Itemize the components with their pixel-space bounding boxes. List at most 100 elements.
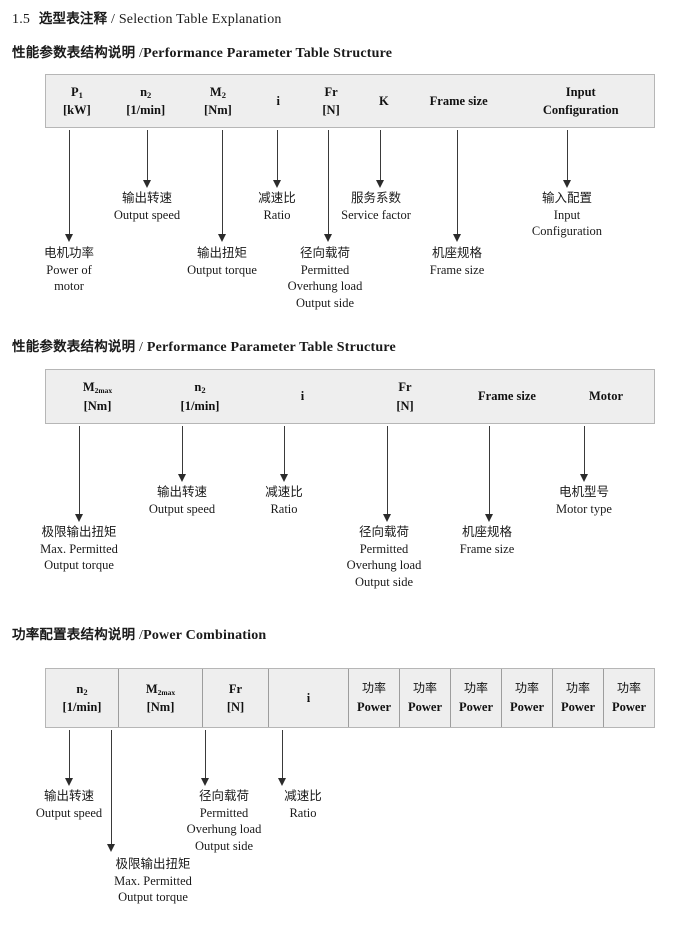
table3-col-power-5: 功率 Power	[552, 669, 603, 727]
annotation-table2-ratio-cn: 减速比	[265, 484, 303, 499]
table2-col-i: i	[251, 370, 354, 423]
table3-col-fr-unit: [N]	[226, 700, 245, 714]
table2-col-motor: Motor	[558, 370, 654, 423]
table3-col-power-1-cn: 功率	[361, 681, 386, 696]
table2-col-n2-unit: [1/min]	[180, 398, 220, 413]
annotation-table2-output-speed-cn: 输出转速	[156, 484, 207, 499]
page-title-cn: 选型表注释	[38, 11, 108, 27]
table3-col-power-2-cn: 功率	[412, 681, 437, 696]
annotation-table1-service-factor-en-1: Service factor	[341, 207, 411, 222]
table1-col-n2-unit: [1/min]	[126, 103, 166, 117]
annotation-table2-output-speed: 输出转速 Output speed	[149, 484, 215, 517]
annotation-table1-output-torque-en-1: Output torque	[187, 262, 257, 277]
section-2-heading-en: Performance Parameter Table Structure	[146, 340, 396, 355]
table3-col-power-2-en: Power	[407, 699, 442, 714]
table2-col-m2max: M2max [Nm]	[46, 370, 149, 423]
annotation-table1-overhung-load-en-1: Permitted	[300, 262, 350, 277]
table3-col-n2-unit: [1/min]	[62, 700, 102, 714]
table3-col-i: i	[268, 669, 348, 727]
table3-col-m2max: M2max [Nm]	[118, 669, 202, 727]
annotation-table3-ratio: 减速比 Ratio	[284, 788, 322, 821]
annotation-table2-overhung-load-cn: 径向载荷	[358, 524, 410, 539]
table3-col-m2max-symbol: M2max	[145, 681, 176, 697]
table2-col-fr: Fr [N]	[354, 370, 456, 423]
annotation-table2-frame-size-en-1: Frame size	[459, 541, 515, 556]
section-2-heading-cn: 性能参数表结构说明	[12, 339, 136, 355]
annotation-table1-service-factor-cn: 服务系数	[350, 190, 402, 205]
annotation-table1-ratio-cn: 减速比	[258, 190, 296, 205]
arrow-table3-ratio	[277, 730, 288, 786]
table3-col-power-5-cn: 功率	[565, 681, 590, 696]
annotation-table1-overhung-load: 径向载荷 Permitted Overhung load Output side	[288, 245, 363, 312]
annotation-table1-ratio-en-1: Ratio	[263, 207, 291, 222]
annotation-table1-input-configuration-en-2: Configuration	[531, 224, 603, 239]
annotation-table1-ratio: 减速比 Ratio	[258, 190, 296, 223]
annotation-table2-frame-size-cn: 机座规格	[461, 524, 512, 539]
table2-col-n2-symbol: n2	[194, 380, 206, 396]
table2-col-fr-unit: [N]	[396, 398, 414, 413]
annotation-table3-max-permitted-output-torque-cn: 极限输出扭矩	[115, 856, 191, 871]
annotation-table2-overhung-load: 径向载荷 Permitted Overhung load Output side	[347, 524, 422, 591]
arrow-table1-output-torque	[217, 130, 228, 242]
table3-col-power-4: 功率 Power	[501, 669, 552, 727]
table3-col-i-symbol: i	[306, 690, 311, 705]
annotation-table3-output-speed-en-1: Output speed	[35, 805, 103, 820]
section-3-heading-en: Power Combination	[143, 628, 267, 643]
annotation-table1-output-speed-en-1: Output speed	[113, 207, 181, 222]
annotation-table1-power-of-motor-en-2: motor	[54, 279, 84, 294]
table3-col-power-4-en: Power	[509, 699, 544, 714]
table2-col-n2: n2 [1/min]	[149, 370, 251, 423]
section-3-heading-separator: /	[139, 628, 144, 643]
arrow-table3-output-speed	[64, 730, 75, 786]
table1-col-m2-unit: [Nm]	[204, 103, 232, 117]
arrow-table2-overhung-load	[382, 426, 393, 522]
arrow-table1-service-factor	[375, 130, 386, 188]
annotation-table3-overhung-load-en-2: Overhung load	[186, 822, 262, 837]
annotation-table2-ratio-en-1: Ratio	[270, 501, 298, 516]
table1-col-m2: M2 [Nm]	[184, 75, 253, 127]
annotation-table2-max-permitted-output-torque-cn: 极限输出扭矩	[41, 524, 117, 539]
annotation-table2-frame-size: 机座规格 Frame size	[460, 524, 515, 557]
table2-col-motor-symbol: Motor	[588, 389, 623, 404]
annotation-table2-max-permitted-output-torque-en-1: Max. Permitted	[40, 541, 118, 556]
annotation-table2-max-permitted-output-torque-en-2: Output torque	[44, 558, 114, 573]
page-title-number: 1.5	[12, 12, 31, 27]
annotation-table1-power-of-motor: 电机功率 Power of motor	[44, 245, 94, 295]
table1-col-frame-size-symbol: Frame size	[429, 93, 488, 108]
annotation-table1-output-torque-cn: 输出扭矩	[196, 245, 248, 260]
table1-col-n2: n2 [1/min]	[108, 75, 184, 127]
arrow-table1-frame-size	[452, 130, 463, 242]
table3-col-power-6-en: Power	[611, 699, 646, 714]
table1-col-input-configuration-symbol: Input	[565, 84, 596, 99]
arrow-table1-ratio	[272, 130, 283, 188]
annotation-table1-overhung-load-en-3: Output side	[296, 295, 354, 310]
table3-col-fr-symbol: Fr	[228, 681, 243, 696]
section-2-heading: 性能参数表结构说明 / Performance Parameter Table …	[12, 335, 396, 356]
section-3-heading: 功率配置表结构说明 /Power Combination	[12, 623, 266, 644]
table3-col-power-3: 功率 Power	[450, 669, 501, 727]
section-1-heading-cn: 性能参数表结构说明	[12, 45, 136, 61]
annotation-table1-frame-size-cn: 机座规格	[431, 245, 482, 260]
performance-parameter-table-2: M2max [Nm] n2 [1/min] i Fr [N] Frame siz…	[45, 369, 655, 424]
table3-col-power-1-en: Power	[356, 699, 391, 714]
annotation-table1-frame-size-en-1: Frame size	[429, 262, 485, 277]
annotation-table2-overhung-load-en-1: Permitted	[359, 541, 409, 556]
annotation-table3-ratio-cn: 减速比	[284, 788, 322, 803]
page-title-separator: /	[111, 12, 116, 27]
annotation-table2-motor-type: 电机型号 Motor type	[556, 484, 612, 517]
table3-col-power-6: 功率 Power	[603, 669, 654, 727]
table1-col-i-symbol: i	[276, 93, 280, 108]
table3-col-n2: n2 [1/min]	[46, 669, 118, 727]
annotation-table2-overhung-load-en-2: Overhung load	[346, 558, 422, 573]
table3-col-power-3-cn: 功率	[463, 681, 488, 696]
table2-col-frame-size: Frame size	[456, 370, 558, 423]
page-title: 1.5 选型表注释 / Selection Table Explanation	[12, 7, 282, 28]
table2-col-fr-symbol: Fr	[398, 380, 412, 395]
section-2-heading-separator: /	[139, 340, 144, 355]
annotation-table2-max-permitted-output-torque: 极限输出扭矩 Max. Permitted Output torque	[40, 524, 118, 574]
table1-col-p1-symbol: P1	[70, 84, 83, 100]
annotation-table3-max-permitted-output-torque-en-2: Output torque	[118, 890, 188, 905]
section-3-heading-cn: 功率配置表结构说明	[12, 627, 136, 643]
table3-col-n2-symbol: n2	[76, 681, 88, 697]
annotation-table3-output-speed-cn: 输出转速	[43, 788, 94, 803]
